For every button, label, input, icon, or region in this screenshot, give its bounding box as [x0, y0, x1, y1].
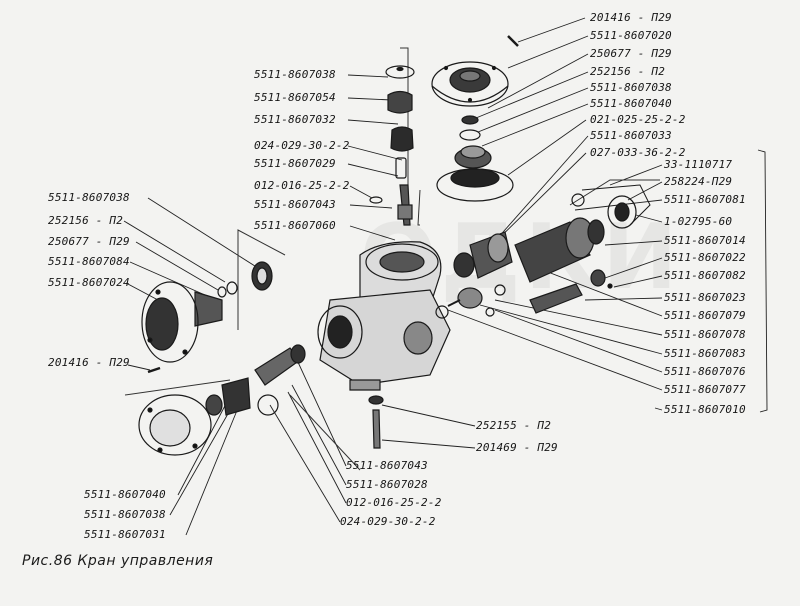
part-label: 5511-8607024: [48, 276, 130, 289]
part-label: 5511-8607038: [84, 508, 166, 521]
part-label: 201469 - П29: [476, 441, 558, 454]
part-label: 252156 - П2: [590, 65, 666, 78]
part-label: 5511-8607020: [590, 29, 672, 42]
part-label: 5511-8607038: [590, 81, 672, 94]
part-label: 250677 - П29: [590, 47, 672, 60]
part-label: 012-016-25-2-2: [254, 179, 350, 192]
part-label: 5511-8607010: [664, 403, 746, 416]
part-label: 201416 - П29: [48, 356, 130, 369]
assembly-axis-lines: [124, 47, 660, 471]
part-label: 5511-8607031: [84, 528, 166, 541]
part-label: 5511-8607043: [254, 198, 336, 211]
part-label: 5511-8607038: [254, 68, 336, 81]
part-label: 5511-8607028: [346, 478, 428, 491]
part-label: 5511-8607040: [590, 97, 672, 110]
part-label: 5511-8607077: [664, 383, 746, 396]
top-stack-parts: [369, 65, 415, 226]
part-label: 1-02795-60: [664, 215, 733, 228]
part-label: 5511-8607023: [664, 291, 746, 304]
part-label: 5511-8607054: [254, 91, 336, 104]
part-label: 252155 - П2: [476, 419, 552, 432]
diaphragm-cover: [431, 35, 519, 202]
part-label: 5511-8607083: [664, 347, 746, 360]
part-label: 5511-8607078: [664, 328, 746, 341]
leader-lines: [123, 17, 768, 536]
part-label: 5511-8607038: [48, 191, 130, 204]
part-label: 201416 - П29: [590, 11, 672, 24]
part-label: 5511-8607029: [254, 157, 336, 170]
valve-housing: [317, 241, 451, 449]
part-label: 027-033-36-2-2: [590, 146, 686, 159]
part-label: 5511-8607084: [48, 255, 130, 268]
part-label: 5511-8607022: [664, 251, 746, 264]
part-label: 012-016-25-2-2: [346, 496, 442, 509]
part-label: 5511-8607060: [254, 219, 336, 232]
part-label: 5511-8607040: [84, 488, 166, 501]
part-label: 5511-8607032: [254, 113, 336, 126]
part-label: 5511-8607014: [664, 234, 746, 247]
part-label: 024-029-30-2-2: [254, 139, 350, 152]
part-label: 33-1110717: [664, 158, 733, 171]
part-label: 024-029-30-2-2: [340, 515, 436, 528]
part-label: 5511-8607079: [664, 309, 746, 322]
part-label: 021-025-25-2-2: [590, 113, 686, 126]
part-label: 258224-П29: [664, 175, 733, 188]
part-label: 252156 - П2: [48, 214, 124, 227]
figure-caption: Рис.86 Кран управления: [22, 553, 214, 569]
right-valve-assembly: [447, 184, 651, 317]
part-label: 250677 - П29: [48, 235, 130, 248]
part-label: 5511-8607043: [346, 459, 428, 472]
part-label: 5511-8607033: [590, 129, 672, 142]
part-label: 5511-8607076: [664, 365, 746, 378]
left-flange-assembly: [141, 261, 273, 374]
part-label: 5511-8607081: [664, 193, 746, 206]
lower-left-flange: [138, 344, 306, 456]
part-label: 5511-8607082: [664, 269, 746, 282]
